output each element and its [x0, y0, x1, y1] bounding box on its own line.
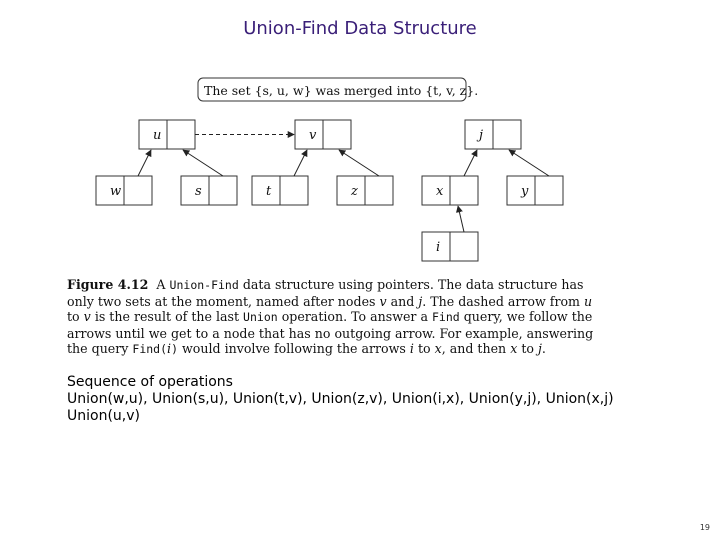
node-j: j: [464, 119, 522, 150]
node-label: i: [436, 240, 440, 255]
operations-line: Union(w,u), Union(s,u), Union(t,v), Unio…: [67, 391, 614, 407]
caption-figure-label: Figure 4.12: [67, 277, 149, 292]
caption-code: ): [171, 342, 178, 357]
node-z: z: [336, 175, 394, 206]
node-label: v: [309, 128, 317, 143]
node-x: x: [421, 175, 479, 206]
banner-box: [197, 77, 467, 102]
edge-w-to-u: [137, 149, 152, 177]
caption-text: to: [521, 341, 534, 357]
edge-s-to-u: [182, 149, 224, 177]
node-u: u: [138, 119, 196, 150]
caption-text: data structure using pointers. The data …: [67, 277, 584, 309]
caption-var: v: [379, 293, 387, 309]
caption-text: would involve following the arrows: [182, 341, 406, 357]
node-label: j: [476, 128, 483, 143]
caption-var: i: [409, 341, 414, 357]
operations-block: Sequence of operations Union(w,u), Union…: [67, 374, 614, 425]
slide-title: Union-Find Data Structure: [243, 18, 477, 39]
caption-text: result of the last: [133, 309, 240, 325]
caption-var: u: [584, 293, 593, 309]
operations-line: Union(u,v): [67, 408, 140, 424]
edge-x-to-j: [463, 149, 478, 177]
figure-caption: Figure 4.12 A Union-Find data structure …: [67, 277, 607, 358]
node-label: y: [520, 184, 529, 199]
caption-code: Find(: [132, 342, 168, 357]
edge-y-to-j: [508, 149, 550, 177]
node-s: s: [180, 175, 238, 206]
caption-text: A: [156, 277, 166, 292]
edge-z-to-v: [338, 149, 380, 177]
caption-code: Union: [243, 310, 278, 325]
caption-text: to: [67, 309, 80, 325]
caption-code: Union-Find: [169, 278, 239, 292]
caption-text: two sets at the moment, named after node…: [97, 293, 376, 309]
caption-var: i: [167, 341, 172, 357]
node-label: x: [436, 184, 444, 199]
node-i: i: [421, 231, 479, 262]
caption-var: j: [537, 341, 542, 357]
node-label: s: [195, 184, 202, 199]
caption-text: , and then: [441, 341, 507, 357]
caption-code: Find: [431, 310, 460, 325]
caption-text: we get to a node that has no outgoing ar…: [67, 325, 594, 357]
page-number: 19: [699, 523, 710, 532]
operations-heading: Sequence of operations: [67, 374, 233, 390]
caption-text: and: [390, 293, 415, 309]
caption-text: . The dashed arrow from: [422, 293, 581, 309]
caption-var: x: [510, 341, 518, 357]
node-label: u: [153, 128, 161, 143]
caption-text: to: [417, 341, 431, 357]
caption-text: query, we follow the arrows until: [67, 309, 593, 341]
node-w: w: [95, 175, 153, 206]
caption-var: x: [434, 341, 442, 357]
caption-var: j: [418, 293, 423, 309]
edge-t-to-v: [293, 149, 308, 177]
caption-text: .: [541, 341, 546, 357]
node-v: v: [294, 119, 352, 150]
banner-text: The set {s, u, w} was merged into {t, v,…: [204, 83, 478, 98]
node-label: t: [266, 184, 272, 199]
node-label: z: [350, 184, 358, 199]
edge-i-to-x: [456, 205, 465, 233]
node-t: t: [251, 175, 309, 206]
node-label: w: [110, 184, 121, 199]
caption-var: v: [83, 309, 91, 325]
caption-text: operation. To answer a: [281, 309, 428, 325]
caption-text: is the: [94, 309, 130, 325]
node-y: y: [506, 175, 564, 206]
